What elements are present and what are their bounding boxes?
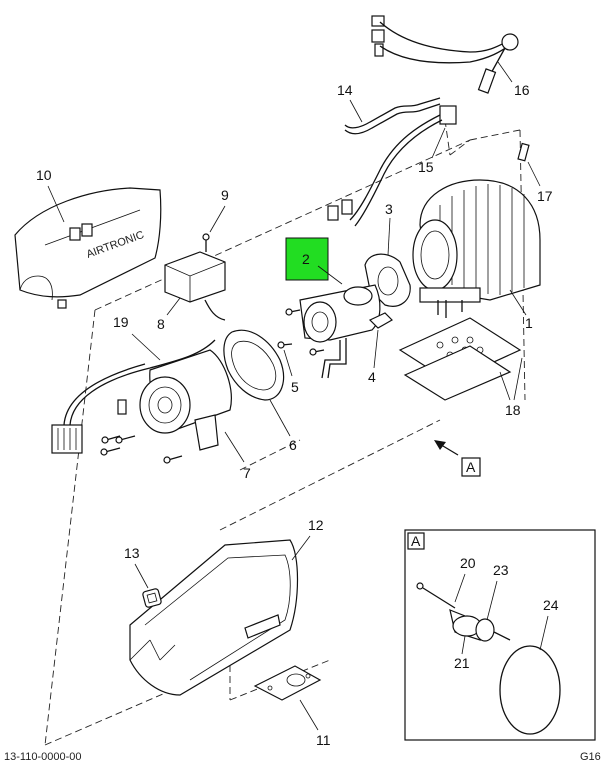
callout-18: 18 [505,402,521,418]
callout-21: 21 [454,655,470,671]
footer-left-code: 13-110-0000-00 [4,751,81,761]
detail-view-a: A 20 21 23 24 [404,529,596,741]
part-24-o-ring: 24 [499,597,561,735]
part-1-heat-exchanger: 1 [412,179,541,331]
part-5-screws: 5 [277,308,325,395]
callout-9: 9 [221,187,229,203]
part-6-flange-gasket: 6 [223,329,297,453]
callout-4: 4 [368,369,376,385]
callout-24: 24 [543,597,559,613]
callout-11: 11 [316,732,331,748]
part-11-base-gasket: 11 [253,665,331,748]
footer-right-code: G16 [580,751,601,761]
view-reference-a: A [434,440,481,477]
callout-14: 14 [337,82,353,98]
callout-8: 8 [157,316,165,332]
callout-3: 3 [385,201,393,217]
part-2-burner-body: 2 [285,237,381,379]
view-ref-letter: A [466,459,476,475]
callout-5: 5 [291,379,299,395]
callout-16: 16 [514,82,530,98]
callout-20: 20 [460,555,476,571]
callout-17: 17 [537,188,553,204]
part-18-gaskets: 18 [398,317,523,418]
callout-12: 12 [308,517,324,533]
callout-15: 15 [418,159,434,175]
part-15-connector: 15 [327,105,457,227]
detail-label: A [411,533,421,549]
part-16-sensor-harness: 16 [371,15,530,98]
part-9-screw: 9 [202,187,229,252]
part-12-lower-cover: 12 [129,517,324,696]
part-13-grommet: 13 [124,545,162,608]
part-20-inlet: 20 [416,555,476,609]
callout-10: 10 [36,167,52,183]
callout-13: 13 [124,545,140,561]
callout-23: 23 [493,562,509,578]
callout-2-highlight [285,237,329,281]
callout-2: 2 [302,251,310,267]
callout-7: 7 [243,465,251,481]
part-4-block: 4 [368,312,393,385]
part-17-pin: 17 [517,142,553,204]
part-19-harness: 19 [51,314,216,454]
part-10-top-cover: AIRTRONIC 10 [14,167,162,309]
part-8-control-unit: 8 [157,251,226,332]
part-23-pump-head: 23 [475,562,511,642]
callout-19: 19 [113,314,129,330]
callout-6: 6 [289,437,297,453]
callout-1: 1 [525,315,533,331]
part-7-blower-motor: 7 [100,349,251,481]
part-14-bracket: 14 [337,82,441,135]
